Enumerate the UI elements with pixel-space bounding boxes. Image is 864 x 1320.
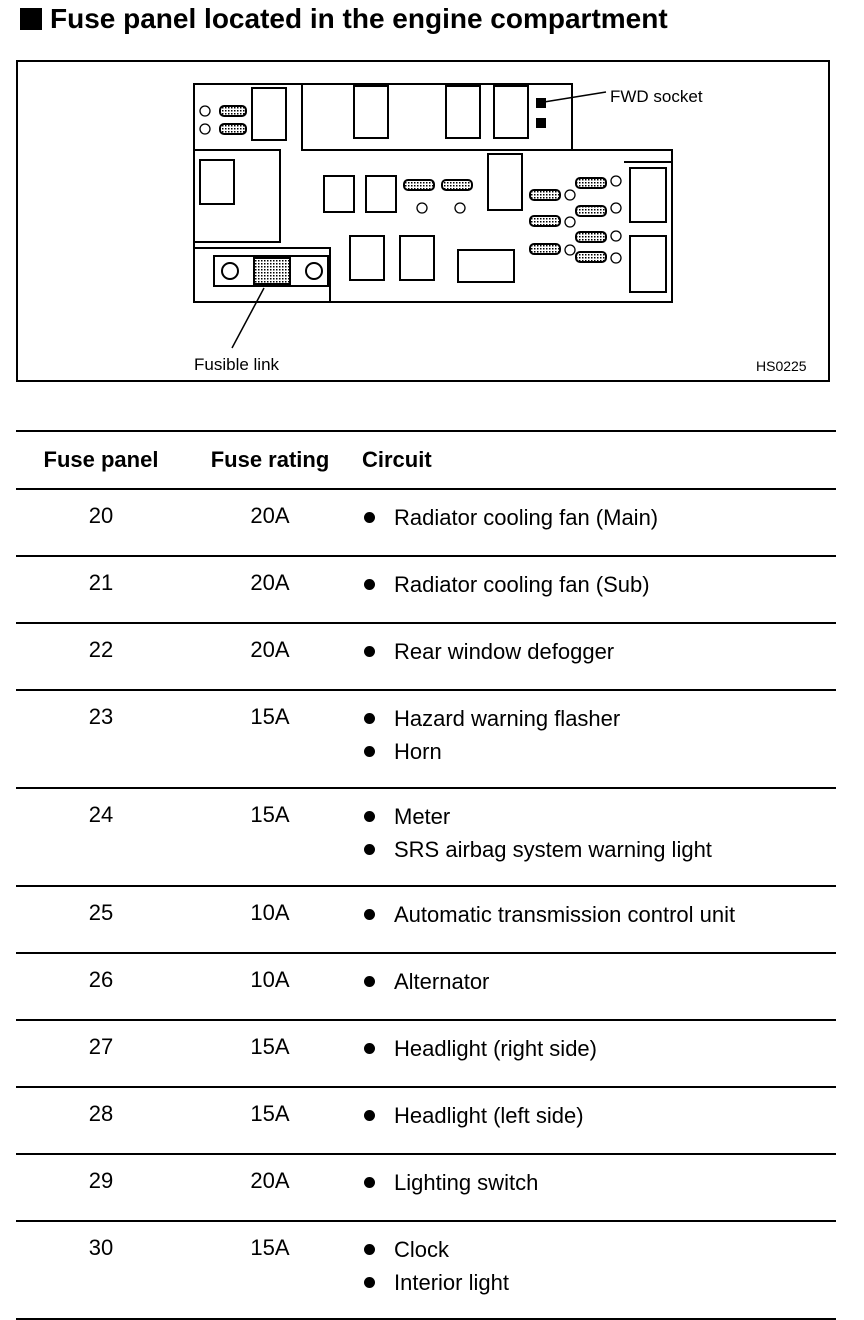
circuit-item: SRS airbag system warning light <box>362 833 836 866</box>
fuse-rating: 15A <box>186 690 354 789</box>
fuse-panel-drawing <box>193 83 673 349</box>
circuit-text: Clock <box>394 1237 450 1262</box>
table-row: 30 15A Clock Interior light <box>16 1221 836 1320</box>
table-row: 22 20A Rear window defogger <box>16 623 836 691</box>
circuit-cell: Meter SRS airbag system warning light <box>354 788 836 887</box>
circuit-cell: Lighting switch <box>354 1154 836 1222</box>
circuit-text: Meter <box>394 804 451 829</box>
circuit-item: Alternator <box>362 965 836 998</box>
figure-code: HS0225 <box>756 358 807 374</box>
fuse-table: Fuse panel Fuse rating Circuit 20 20A Ra… <box>16 430 836 1320</box>
circuit-text: Hazard warning flasher <box>394 706 621 731</box>
circuit-item: Meter <box>362 800 836 833</box>
table-row: 21 20A Radiator cooling fan (Sub) <box>16 556 836 624</box>
fuse-panel-number: 26 <box>16 953 186 1021</box>
circuit-text: Horn <box>394 739 442 764</box>
bullet-icon <box>364 1177 375 1188</box>
header-fuse-rating: Fuse rating <box>186 430 354 490</box>
table-row: 20 20A Radiator cooling fan (Main) <box>16 489 836 557</box>
bullet-icon <box>364 579 375 590</box>
bullet-icon <box>364 1244 375 1255</box>
circuit-cell: Rear window defogger <box>354 623 836 691</box>
circuit-cell: Headlight (right side) <box>354 1020 836 1088</box>
fuse-panel-number: 21 <box>16 556 186 624</box>
fuse-panel-diagram: FWD socket Fusible link HS0225 <box>16 60 830 382</box>
circuit-item: Headlight (left side) <box>362 1099 836 1132</box>
table-row: 26 10A Alternator <box>16 953 836 1021</box>
table-row: 24 15A Meter SRS airbag system warning l… <box>16 788 836 887</box>
circuit-text: Headlight (right side) <box>394 1036 597 1061</box>
fuse-panel-number: 28 <box>16 1087 186 1155</box>
fuse-rating: 15A <box>186 1020 354 1088</box>
fuse-panel-number: 29 <box>16 1154 186 1222</box>
fuse-rating: 15A <box>186 1221 354 1320</box>
circuit-item: Rear window defogger <box>362 635 836 668</box>
table-row: 23 15A Hazard warning flasher Horn <box>16 690 836 789</box>
bullet-icon <box>364 1043 375 1054</box>
header-circuit: Circuit <box>354 430 836 490</box>
circuit-item: Radiator cooling fan (Main) <box>362 501 836 534</box>
fuse-rating: 10A <box>186 953 354 1021</box>
circuit-item: Interior light <box>362 1266 836 1299</box>
fuse-rating: 15A <box>186 1087 354 1155</box>
fwd-socket-label: FWD socket <box>610 87 703 106</box>
bullet-icon <box>364 844 375 855</box>
fuse-panel-number: 27 <box>16 1020 186 1088</box>
circuit-item: Headlight (right side) <box>362 1032 836 1065</box>
circuit-item: Radiator cooling fan (Sub) <box>362 568 836 601</box>
bullet-icon <box>364 909 375 920</box>
circuit-cell: Radiator cooling fan (Sub) <box>354 556 836 624</box>
fuse-panel-number: 24 <box>16 788 186 887</box>
bullet-icon <box>364 713 375 724</box>
bullet-icon <box>364 811 375 822</box>
bullet-icon <box>364 1277 375 1288</box>
circuit-text: SRS airbag system warning light <box>394 837 712 862</box>
fuse-panel-number: 30 <box>16 1221 186 1320</box>
fuse-rating: 20A <box>186 489 354 557</box>
fuse-panel-number: 20 <box>16 489 186 557</box>
table-row: 25 10A Automatic transmission control un… <box>16 886 836 954</box>
table-header-row: Fuse panel Fuse rating Circuit <box>16 430 836 490</box>
table-row: 29 20A Lighting switch <box>16 1154 836 1222</box>
fuse-panel-number: 25 <box>16 886 186 954</box>
bullet-icon <box>364 746 375 757</box>
bullet-icon <box>364 646 375 657</box>
page-title-text: Fuse panel located in the engine compart… <box>50 3 668 34</box>
bullet-icon <box>364 512 375 523</box>
fuse-rating: 10A <box>186 886 354 954</box>
fuse-rating: 20A <box>186 556 354 624</box>
circuit-cell: Hazard warning flasher Horn <box>354 690 836 789</box>
circuit-text: Interior light <box>394 1270 509 1295</box>
table-row: 27 15A Headlight (right side) <box>16 1020 836 1088</box>
circuit-cell: Automatic transmission control unit <box>354 886 836 954</box>
circuit-cell: Headlight (left side) <box>354 1087 836 1155</box>
circuit-cell: Radiator cooling fan (Main) <box>354 489 836 557</box>
fuse-rating: 20A <box>186 623 354 691</box>
fusible-link-label: Fusible link <box>194 355 280 374</box>
circuit-item: Automatic transmission control unit <box>362 898 836 931</box>
circuit-text: Lighting switch <box>394 1170 539 1195</box>
circuit-item: Clock <box>362 1233 836 1266</box>
fuse-rating: 15A <box>186 788 354 887</box>
fuse-panel-number: 22 <box>16 623 186 691</box>
circuit-text: Alternator <box>394 969 490 994</box>
bullet-icon <box>364 976 375 987</box>
circuit-text: Radiator cooling fan (Sub) <box>394 572 650 597</box>
bullet-icon <box>364 1110 375 1121</box>
circuit-item: Hazard warning flasher <box>362 702 836 735</box>
page-title: Fuse panel located in the engine compart… <box>20 2 668 36</box>
table-row: 28 15A Headlight (left side) <box>16 1087 836 1155</box>
circuit-cell: Alternator <box>354 953 836 1021</box>
circuit-cell: Clock Interior light <box>354 1221 836 1320</box>
circuit-text: Automatic transmission control unit <box>394 902 736 927</box>
title-square-icon <box>20 8 42 30</box>
fuse-rating: 20A <box>186 1154 354 1222</box>
circuit-item: Lighting switch <box>362 1166 836 1199</box>
circuit-text: Radiator cooling fan (Main) <box>394 505 659 530</box>
circuit-text: Rear window defogger <box>394 639 615 664</box>
circuit-item: Horn <box>362 735 836 768</box>
circuit-text: Headlight (left side) <box>394 1103 584 1128</box>
header-fuse-panel: Fuse panel <box>16 430 186 490</box>
fuse-panel-number: 23 <box>16 690 186 789</box>
